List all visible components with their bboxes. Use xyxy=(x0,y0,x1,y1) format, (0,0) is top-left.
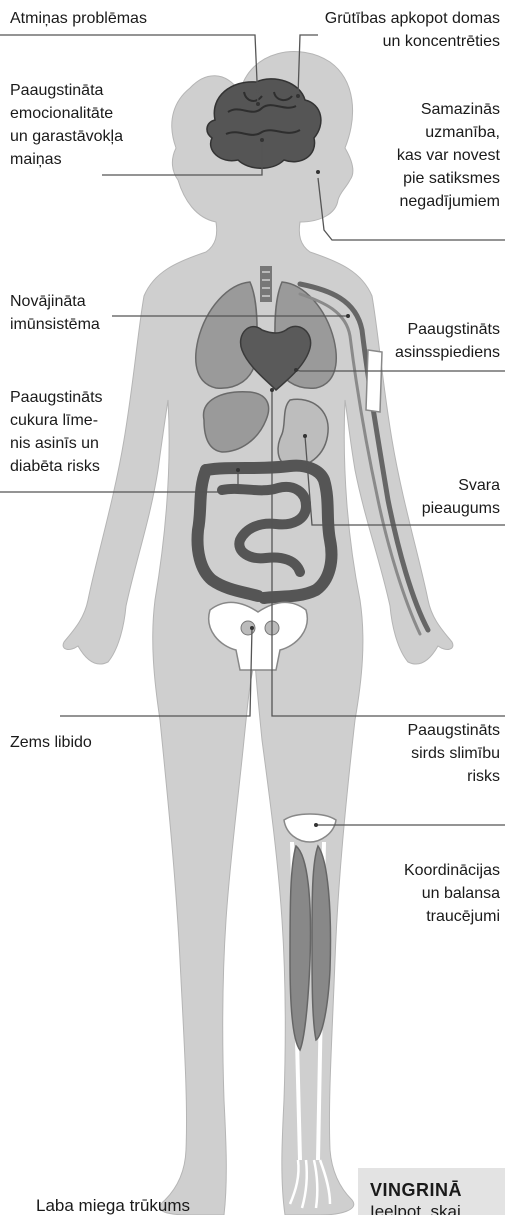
label-emotionality-line-4: maiņas xyxy=(10,148,123,171)
label-concentration-line-1: Grūtības apkopot domas xyxy=(325,7,500,30)
label-attention-line-3: kas var novest xyxy=(397,144,500,167)
label-heart-line-1: Paaugstināts xyxy=(407,719,500,742)
label-coordination-line-2: un balansa xyxy=(404,882,500,905)
label-attention: Samazinās uzmanība, kas var novest pie s… xyxy=(397,98,500,213)
label-concentration: Grūtības apkopot domas un koncentrēties xyxy=(325,7,500,53)
label-blood-pressure-line-2: asinsspiediens xyxy=(395,341,500,364)
label-blood-pressure-line-1: Paaugstināts xyxy=(395,318,500,341)
label-heart-line-2: sirds slimību xyxy=(407,742,500,765)
label-coordination-line-1: Koordinācijas xyxy=(404,859,500,882)
label-coordination: Koordinācijas un balansa traucējumi xyxy=(404,859,500,928)
label-weight-line-2: pieaugums xyxy=(422,497,500,520)
label-sugar-line-1: Paaugstināts xyxy=(10,386,103,409)
label-attention-line-5: negadījumiem xyxy=(397,190,500,213)
label-emotionality: Paaugstināta emocionalitāte un garastāvo… xyxy=(10,79,123,171)
label-heart-line-3: risks xyxy=(407,765,500,788)
label-coordination-line-3: traucējumi xyxy=(404,905,500,928)
label-emotionality-line-1: Paaugstināta xyxy=(10,79,123,102)
label-immunity-line-2: imūnsistēma xyxy=(10,313,100,336)
label-libido-line-1: Zems libido xyxy=(10,731,92,754)
banner-title: VINGRINĀ xyxy=(370,1180,462,1201)
label-sugar: Paaugstināts cukura līme- nis asinīs un … xyxy=(10,386,103,478)
label-weight: Svara pieaugums xyxy=(422,474,500,520)
label-memory-line-1: Atmiņas problēmas xyxy=(10,7,147,30)
label-sugar-line-2: cukura līme- xyxy=(10,409,103,432)
label-libido: Zems libido xyxy=(10,731,92,754)
label-blood-pressure: Paaugstināts asinsspiediens xyxy=(395,318,500,364)
label-attention-line-4: pie satiksmes xyxy=(397,167,500,190)
banner-subtitle: Ieelpot, skai xyxy=(370,1202,461,1215)
label-emotionality-line-3: un garastāvokļa xyxy=(10,125,123,148)
label-emotionality-line-2: emocionalitāte xyxy=(10,102,123,125)
label-attention-line-1: Samazinās xyxy=(397,98,500,121)
label-memory: Atmiņas problēmas xyxy=(10,7,147,30)
label-heart: Paaugstināts sirds slimību risks xyxy=(407,719,500,788)
label-weight-line-1: Svara xyxy=(422,474,500,497)
label-sugar-line-4: diabēta risks xyxy=(10,455,103,478)
bottom-caption: Laba miega trūkums xyxy=(36,1196,190,1216)
label-immunity-line-1: Novājināta xyxy=(10,290,100,313)
exercise-banner: VINGRINĀ Ieelpot, skai xyxy=(358,1168,505,1215)
label-attention-line-2: uzmanība, xyxy=(397,121,500,144)
label-concentration-line-2: un koncentrēties xyxy=(325,30,500,53)
label-sugar-line-3: nis asinīs un xyxy=(10,432,103,455)
label-immunity: Novājināta imūnsistēma xyxy=(10,290,100,336)
